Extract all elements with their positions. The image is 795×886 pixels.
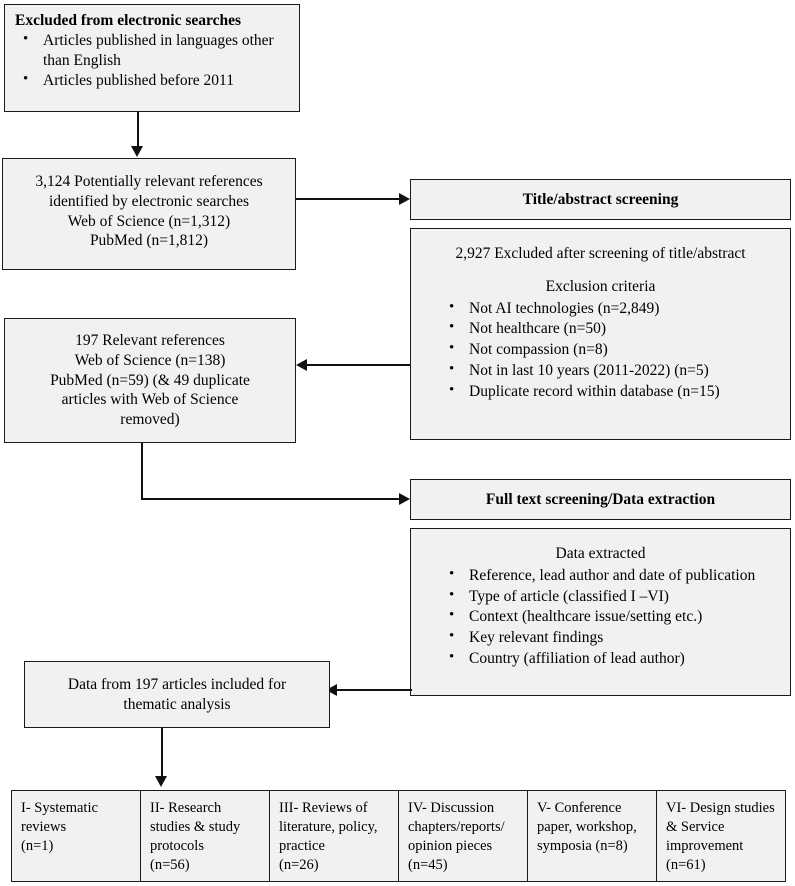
data-extracted-subheading: Data extracted — [555, 545, 646, 562]
category-cell-ii: II- Research studies & study protocols (… — [141, 791, 270, 881]
category-label: IV- Discussion chapters/reports/ opinion… — [408, 800, 505, 855]
arrowhead-left-thematic — [326, 684, 337, 696]
exclusion-heading: 2,927 Excluded after screening of title/… — [455, 245, 746, 262]
category-cell-vi: VI- Design studies & Service improvement… — [657, 791, 785, 881]
excluded-box-list: Articles published in languages other th… — [15, 30, 289, 91]
category-count: (n=26) — [279, 857, 319, 874]
identified-line-3: Web of Science (n=1,312) — [67, 212, 231, 230]
thematic-line-1: Data from 197 articles included for — [67, 675, 287, 693]
arrowhead-down-identified — [131, 146, 143, 157]
category-count: (n=1) — [21, 838, 54, 855]
thematic-line-2: thematic analysis — [123, 695, 231, 713]
category-label: III- Reviews of literature, policy, prac… — [279, 800, 378, 855]
excluded-box-heading: Excluded from electronic searches — [15, 12, 241, 29]
list-item: Key relevant findings — [441, 627, 780, 648]
connector-thematic-to-categories — [161, 728, 163, 778]
category-cell-iii: III- Reviews of literature, policy, prac… — [270, 791, 399, 881]
data-extracted-list: Reference, lead author and date of publi… — [421, 565, 780, 669]
relevant-line-4: articles with Web of Science — [61, 391, 239, 409]
arrowhead-left-relevant — [296, 359, 307, 371]
category-cell-iv: IV- Discussion chapters/reports/ opinion… — [399, 791, 528, 881]
relevant-references-box: 197 Relevant references Web of Science (… — [4, 318, 296, 443]
connector-relevant-down — [141, 443, 143, 500]
category-cell-v: V- Conference paper, workshop, symposia … — [528, 791, 657, 881]
exclusion-criteria-box: 2,927 Excluded after screening of title/… — [410, 228, 791, 440]
article-type-categories-row: I- Systematic reviews (n=1) II- Research… — [11, 790, 786, 882]
list-item: Context (healthcare issue/setting etc.) — [441, 606, 780, 627]
list-item: Not AI technologies (n=2,849) — [441, 298, 780, 319]
title-screening-heading: Title/abstract screening — [522, 190, 679, 208]
thematic-analysis-box: Data from 197 articles included for them… — [24, 661, 330, 728]
connector-exclusion-to-relevant — [300, 364, 410, 366]
list-item: Not healthcare (n=50) — [441, 318, 780, 339]
identified-line-2: identified by electronic searches — [48, 192, 250, 210]
connector-identified-to-title-screening — [296, 198, 401, 200]
list-item: Articles published before 2011 — [15, 70, 289, 91]
category-label: VI- Design studies & Service improvement — [666, 800, 775, 855]
arrowhead-right-title-screening — [399, 193, 410, 205]
category-cell-i: I- Systematic reviews (n=1) — [12, 791, 141, 881]
excluded-from-searches-box: Excluded from electronic searches Articl… — [4, 4, 300, 112]
title-abstract-screening-box: Title/abstract screening — [410, 179, 791, 220]
relevant-line-2: Web of Science (n=138) — [74, 351, 226, 369]
list-item: Not in last 10 years (2011-2022) (n=5) — [441, 360, 780, 381]
category-label: V- Conference paper, workshop, symposia … — [537, 800, 637, 855]
list-item: Not compassion (n=8) — [441, 339, 780, 360]
connector-excluded-to-identified — [137, 112, 139, 147]
exclusion-subheading: Exclusion criteria — [545, 277, 656, 295]
category-label: I- Systematic reviews — [21, 800, 98, 836]
connector-relevant-to-fulltext — [141, 498, 401, 500]
list-item: Duplicate record within database (n=15) — [441, 381, 780, 402]
full-text-screening-box: Full text screening/Data extraction — [410, 479, 791, 520]
potentially-relevant-references-box: 3,124 Potentially relevant references id… — [2, 158, 296, 270]
category-count: (n=61) — [666, 857, 706, 874]
list-item: Country (affiliation of lead author) — [441, 648, 780, 669]
list-item: Articles published in languages other th… — [15, 30, 289, 71]
relevant-line-1: 197 Relevant references — [75, 331, 225, 349]
list-item: Type of article (classified I –VI) — [441, 586, 780, 607]
category-count: (n=45) — [408, 857, 448, 874]
list-item: Reference, lead author and date of publi… — [441, 565, 780, 586]
arrowhead-right-fulltext — [399, 493, 410, 505]
category-label: II- Research studies & study protocols — [150, 800, 241, 855]
data-extracted-box: Data extracted Reference, lead author an… — [410, 528, 791, 696]
category-count: (n=56) — [150, 857, 190, 874]
fulltext-heading: Full text screening/Data extraction — [485, 490, 716, 508]
connector-dataextract-to-thematic — [334, 689, 412, 691]
arrowhead-down-categories — [155, 776, 167, 787]
identified-line-1: 3,124 Potentially relevant references — [35, 173, 263, 190]
relevant-line-5: removed) — [120, 411, 180, 429]
relevant-line-3: PubMed (n=59) (& 49 duplicate — [50, 371, 250, 389]
exclusion-criteria-list: Not AI technologies (n=2,849) Not health… — [421, 298, 780, 402]
identified-line-4: PubMed (n=1,812) — [89, 232, 209, 250]
